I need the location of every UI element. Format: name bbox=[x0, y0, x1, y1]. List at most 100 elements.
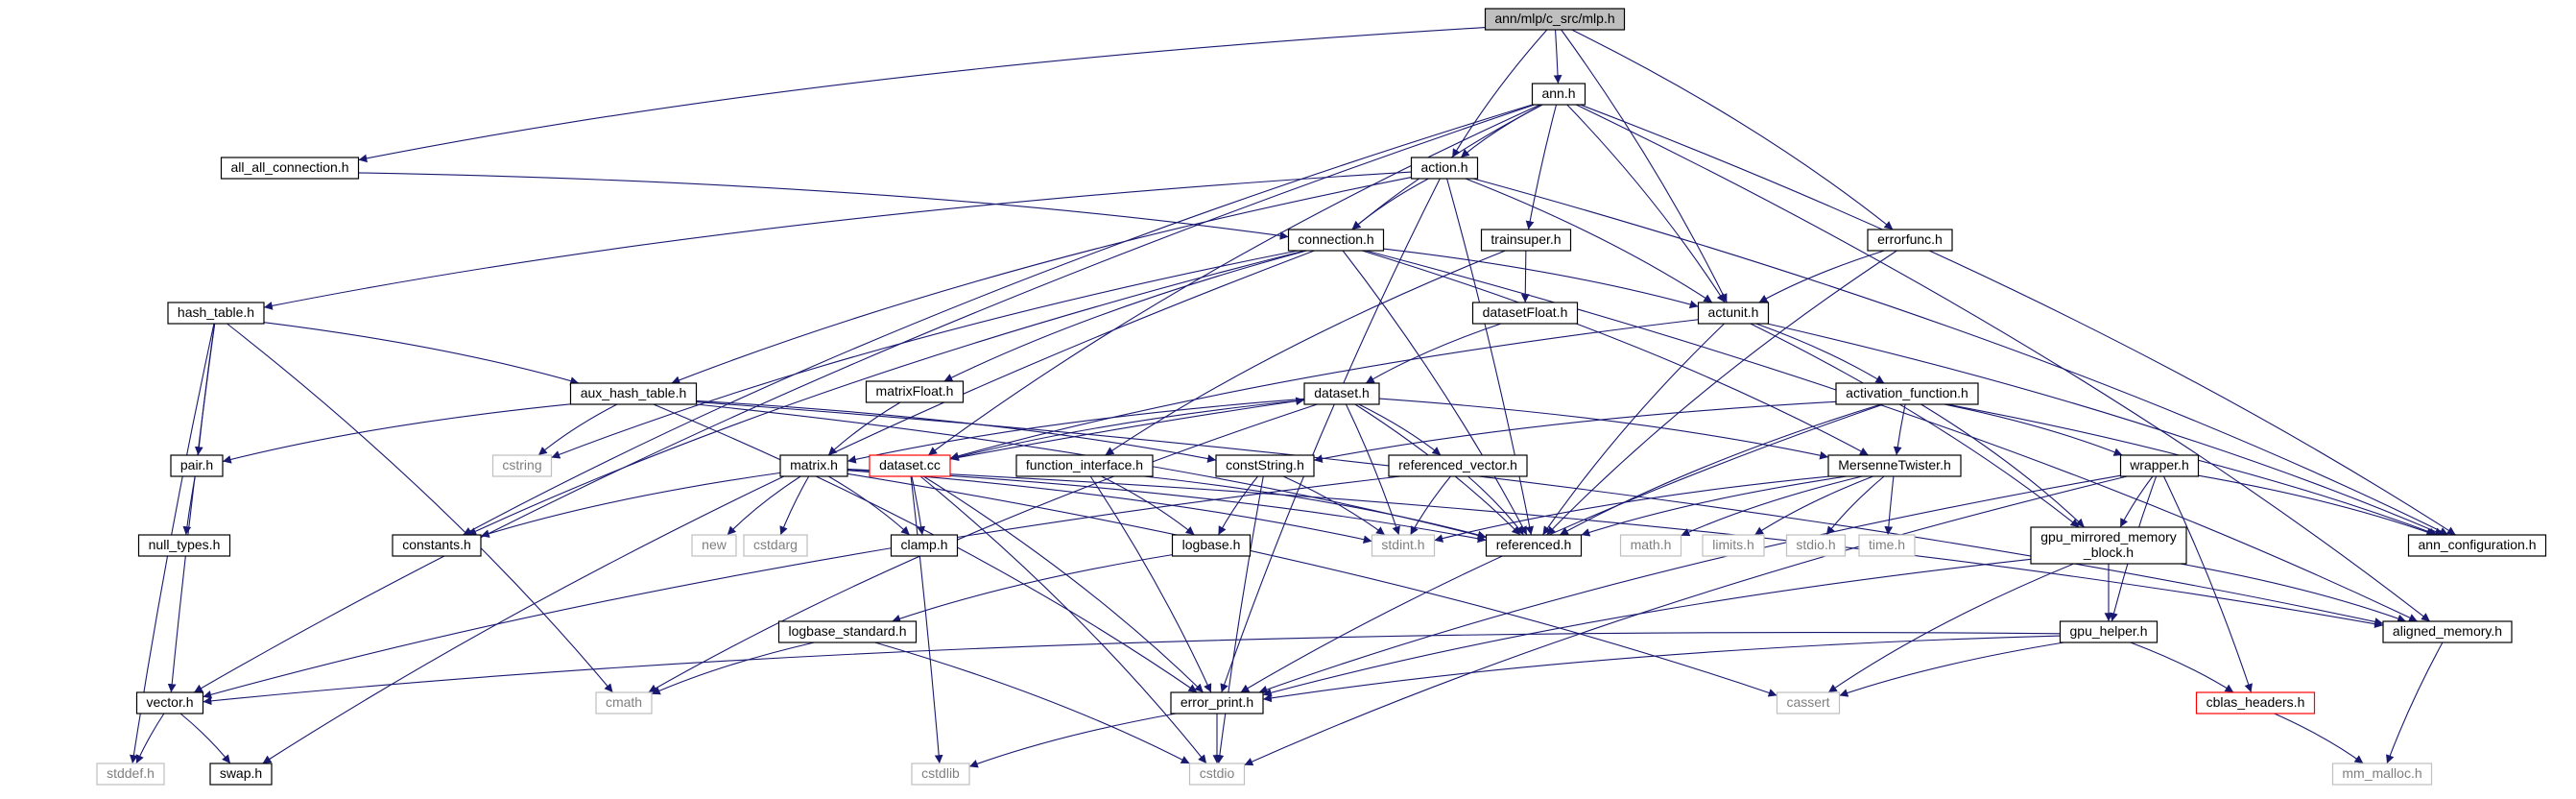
node-label: trainsuper.h bbox=[1491, 231, 1561, 247]
edge-gpu-mirrored-to-aligned-memory bbox=[2180, 563, 2407, 623]
node-box bbox=[1410, 157, 1479, 180]
node-math: math.h bbox=[1619, 534, 1682, 557]
node-label: logbase_standard.h bbox=[789, 623, 907, 639]
node-swap[interactable]: swap.h bbox=[209, 763, 273, 786]
edge-actunit-to-activation-function bbox=[1755, 323, 1885, 384]
node-null-types[interactable]: null_types.h bbox=[137, 534, 231, 557]
node-constants[interactable]: constants.h bbox=[392, 534, 482, 557]
node-box bbox=[2331, 763, 2433, 786]
node-dataset-cc[interactable]: dataset.cc bbox=[869, 454, 951, 477]
edge-connection-to-constants bbox=[467, 250, 1305, 536]
node-label: action.h bbox=[1420, 159, 1467, 175]
edge-MersenneTwister-to-stdint bbox=[1434, 475, 1830, 543]
edge-action-to-hash-table bbox=[263, 171, 1412, 310]
node-box bbox=[865, 380, 965, 403]
edge-ann-to-ann-config bbox=[1580, 104, 2456, 536]
node-MersenneTwister[interactable]: MersenneTwister.h bbox=[1827, 454, 1962, 477]
node-actunit[interactable]: actunit.h bbox=[1697, 302, 1770, 325]
edge-MersenneTwister-to-stdio bbox=[1825, 475, 1885, 536]
node-box bbox=[1171, 534, 1252, 557]
node-vector[interactable]: vector.h bbox=[135, 691, 204, 714]
node-box bbox=[1785, 534, 1847, 557]
node-label: cstdio bbox=[1200, 765, 1235, 781]
node-label: _block.h bbox=[2083, 545, 2134, 560]
node-gpu-helper[interactable]: gpu_helper.h bbox=[2059, 620, 2159, 643]
node-error-print[interactable]: error_print.h bbox=[1170, 691, 1264, 714]
node-box bbox=[1702, 534, 1765, 557]
node-clamp[interactable]: clamp.h bbox=[890, 534, 959, 557]
node-label: function_interface.h bbox=[1026, 457, 1143, 472]
node-dataset-h[interactable]: dataset.h bbox=[1303, 382, 1380, 405]
edge-mlp-to-errorfunc bbox=[1571, 29, 1894, 230]
node-box bbox=[1287, 229, 1385, 252]
edge-actunit-to-gpu-mirrored bbox=[1750, 323, 2080, 528]
node-label: matrixFloat.h bbox=[876, 383, 954, 399]
node-ann-config[interactable]: ann_configuration.h bbox=[2407, 534, 2547, 557]
edge-mlp-to-action bbox=[1451, 29, 1548, 158]
edge-trainsuper-to-datasetFloat bbox=[1520, 250, 1530, 303]
edge-MersenneTwister-to-referenced bbox=[1581, 475, 1848, 537]
node-constString[interactable]: constString.h bbox=[1215, 454, 1315, 477]
edge-gpu-mirrored-to-cassert bbox=[1827, 563, 2074, 693]
node-gpu-mirrored[interactable]: gpu_mirrored_memory_block.h bbox=[2030, 526, 2187, 565]
node-all-all[interactable]: all_all_connection.h bbox=[220, 157, 360, 180]
edge-dataset-cc-to-error-print bbox=[922, 475, 1205, 693]
node-referenced[interactable]: referenced.h bbox=[1485, 534, 1583, 557]
node-connection[interactable]: connection.h bbox=[1287, 229, 1385, 252]
node-wrapper[interactable]: wrapper.h bbox=[2119, 454, 2200, 477]
node-label: aligned_memory.h bbox=[2393, 623, 2502, 639]
node-label: stdint.h bbox=[1381, 537, 1424, 552]
edge-ann-to-vector bbox=[193, 104, 1536, 693]
node-box bbox=[1827, 454, 1962, 477]
node-referenced-vector[interactable]: referenced_vector.h bbox=[1388, 454, 1528, 477]
edge-connection-to-referenced bbox=[1342, 250, 1528, 536]
edge-dataset-h-to-dataset-cc bbox=[949, 399, 1305, 462]
edge-vector-to-swap bbox=[179, 713, 231, 764]
node-box bbox=[220, 157, 360, 180]
node-label: MersenneTwister.h bbox=[1838, 457, 1951, 472]
node-mlp[interactable]: ann/mlp/c_src/mlp.h bbox=[1484, 8, 1626, 31]
node-box bbox=[170, 454, 224, 477]
node-trainsuper[interactable]: trainsuper.h bbox=[1480, 229, 1572, 252]
node-activation-function[interactable]: activation_function.h bbox=[1835, 382, 1979, 405]
node-hash-table[interactable]: hash_table.h bbox=[167, 302, 265, 325]
edge-gpu-helper-to-cblas-headers bbox=[2130, 642, 2234, 693]
node-errorfunc[interactable]: errorfunc.h bbox=[1867, 229, 1953, 252]
node-label: limits.h bbox=[1712, 537, 1754, 552]
node-cblas-headers[interactable]: cblas_headers.h bbox=[2195, 691, 2316, 714]
edge-actunit-to-referenced bbox=[1541, 323, 1725, 536]
edge-action-to-ann-config bbox=[1472, 178, 2449, 536]
node-aligned-memory[interactable]: aligned_memory.h bbox=[2382, 620, 2513, 643]
node-logbase[interactable]: logbase.h bbox=[1171, 534, 1252, 557]
node-box bbox=[1697, 302, 1770, 325]
edge-gpu-helper-to-error-print bbox=[1262, 635, 2061, 703]
node-box bbox=[2030, 526, 2187, 565]
node-box bbox=[1215, 454, 1315, 477]
node-new: new bbox=[691, 534, 737, 557]
node-box bbox=[167, 302, 265, 325]
node-action[interactable]: action.h bbox=[1410, 157, 1479, 180]
edge-aligned-memory-to-mm-malloc bbox=[2386, 642, 2444, 764]
node-cstdarg: cstdarg bbox=[743, 534, 808, 557]
node-label: pair.h bbox=[180, 457, 213, 472]
node-logbase-standard[interactable]: logbase_standard.h bbox=[777, 620, 918, 643]
edge-hash-table-to-aux-hash bbox=[263, 322, 580, 385]
node-matrix[interactable]: matrix.h bbox=[779, 454, 848, 477]
node-ann[interactable]: ann.h bbox=[1531, 83, 1586, 106]
node-label: clamp.h bbox=[900, 537, 947, 552]
node-label: dataset.cc bbox=[879, 457, 941, 472]
edge-dataset-h-to-referenced-vector bbox=[1358, 403, 1442, 456]
node-matrixFloat[interactable]: matrixFloat.h bbox=[865, 380, 965, 403]
node-pair[interactable]: pair.h bbox=[170, 454, 224, 477]
node-label: ann/mlp/c_src/mlp.h bbox=[1494, 11, 1614, 26]
edge-action-to-aux-hash bbox=[671, 177, 1412, 384]
node-function-interface[interactable]: function_interface.h bbox=[1015, 454, 1154, 477]
edge-dataset-cc-to-cstdlib bbox=[910, 475, 943, 764]
edge-datasetFloat-to-dataset-h bbox=[1365, 323, 1502, 384]
edge-activation-function-to-MersenneTwister bbox=[1893, 403, 1906, 456]
node-aux-hash[interactable]: aux_hash_table.h bbox=[569, 382, 698, 405]
edge-mlp-to-all-all bbox=[358, 26, 1486, 163]
edge-ann-to-dataset-cc bbox=[927, 104, 1541, 456]
node-datasetFloat[interactable]: datasetFloat.h bbox=[1471, 302, 1579, 325]
edge-wrapper-to-cblas-headers bbox=[2162, 475, 2253, 693]
